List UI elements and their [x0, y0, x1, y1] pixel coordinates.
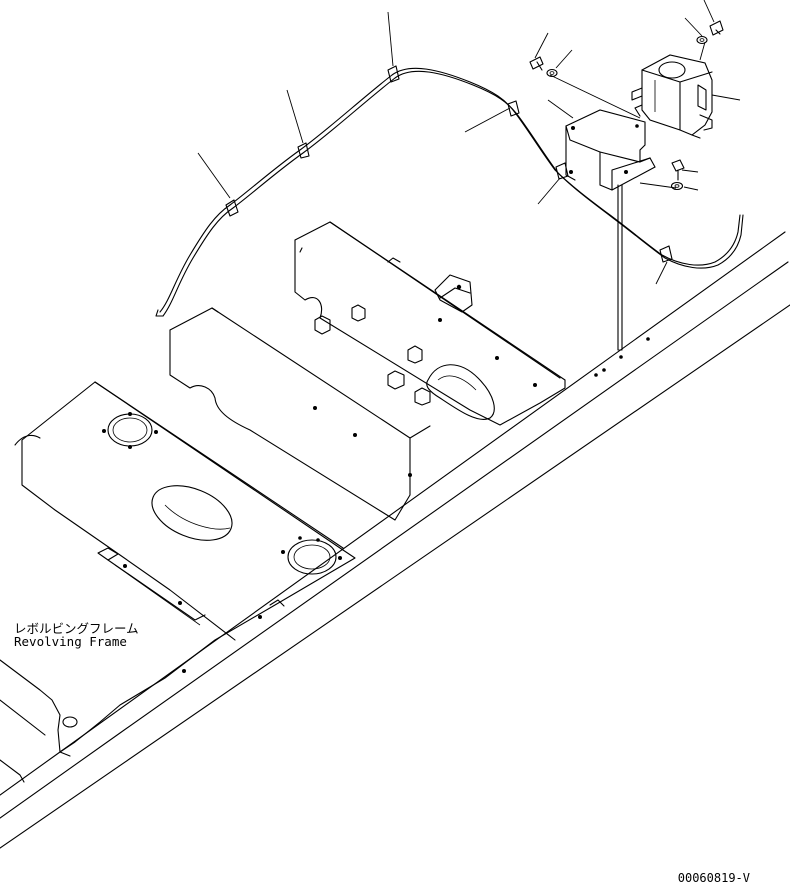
upper-cross-member	[294, 221, 566, 426]
drawing-code: 00060819-V	[677, 871, 750, 885]
frame-label-en: Revolving Frame	[14, 634, 127, 649]
reservoir-tank	[631, 54, 713, 139]
fasteners	[529, 20, 724, 351]
middle-cross-member	[169, 307, 431, 521]
side-rail	[0, 231, 790, 849]
leader-lines	[197, 0, 741, 285]
mounting-bracket	[565, 109, 656, 191]
rear-deck-plate	[0, 381, 356, 783]
frame-label-jp: レボルビングフレーム	[14, 621, 139, 636]
hose-routing	[155, 65, 744, 317]
